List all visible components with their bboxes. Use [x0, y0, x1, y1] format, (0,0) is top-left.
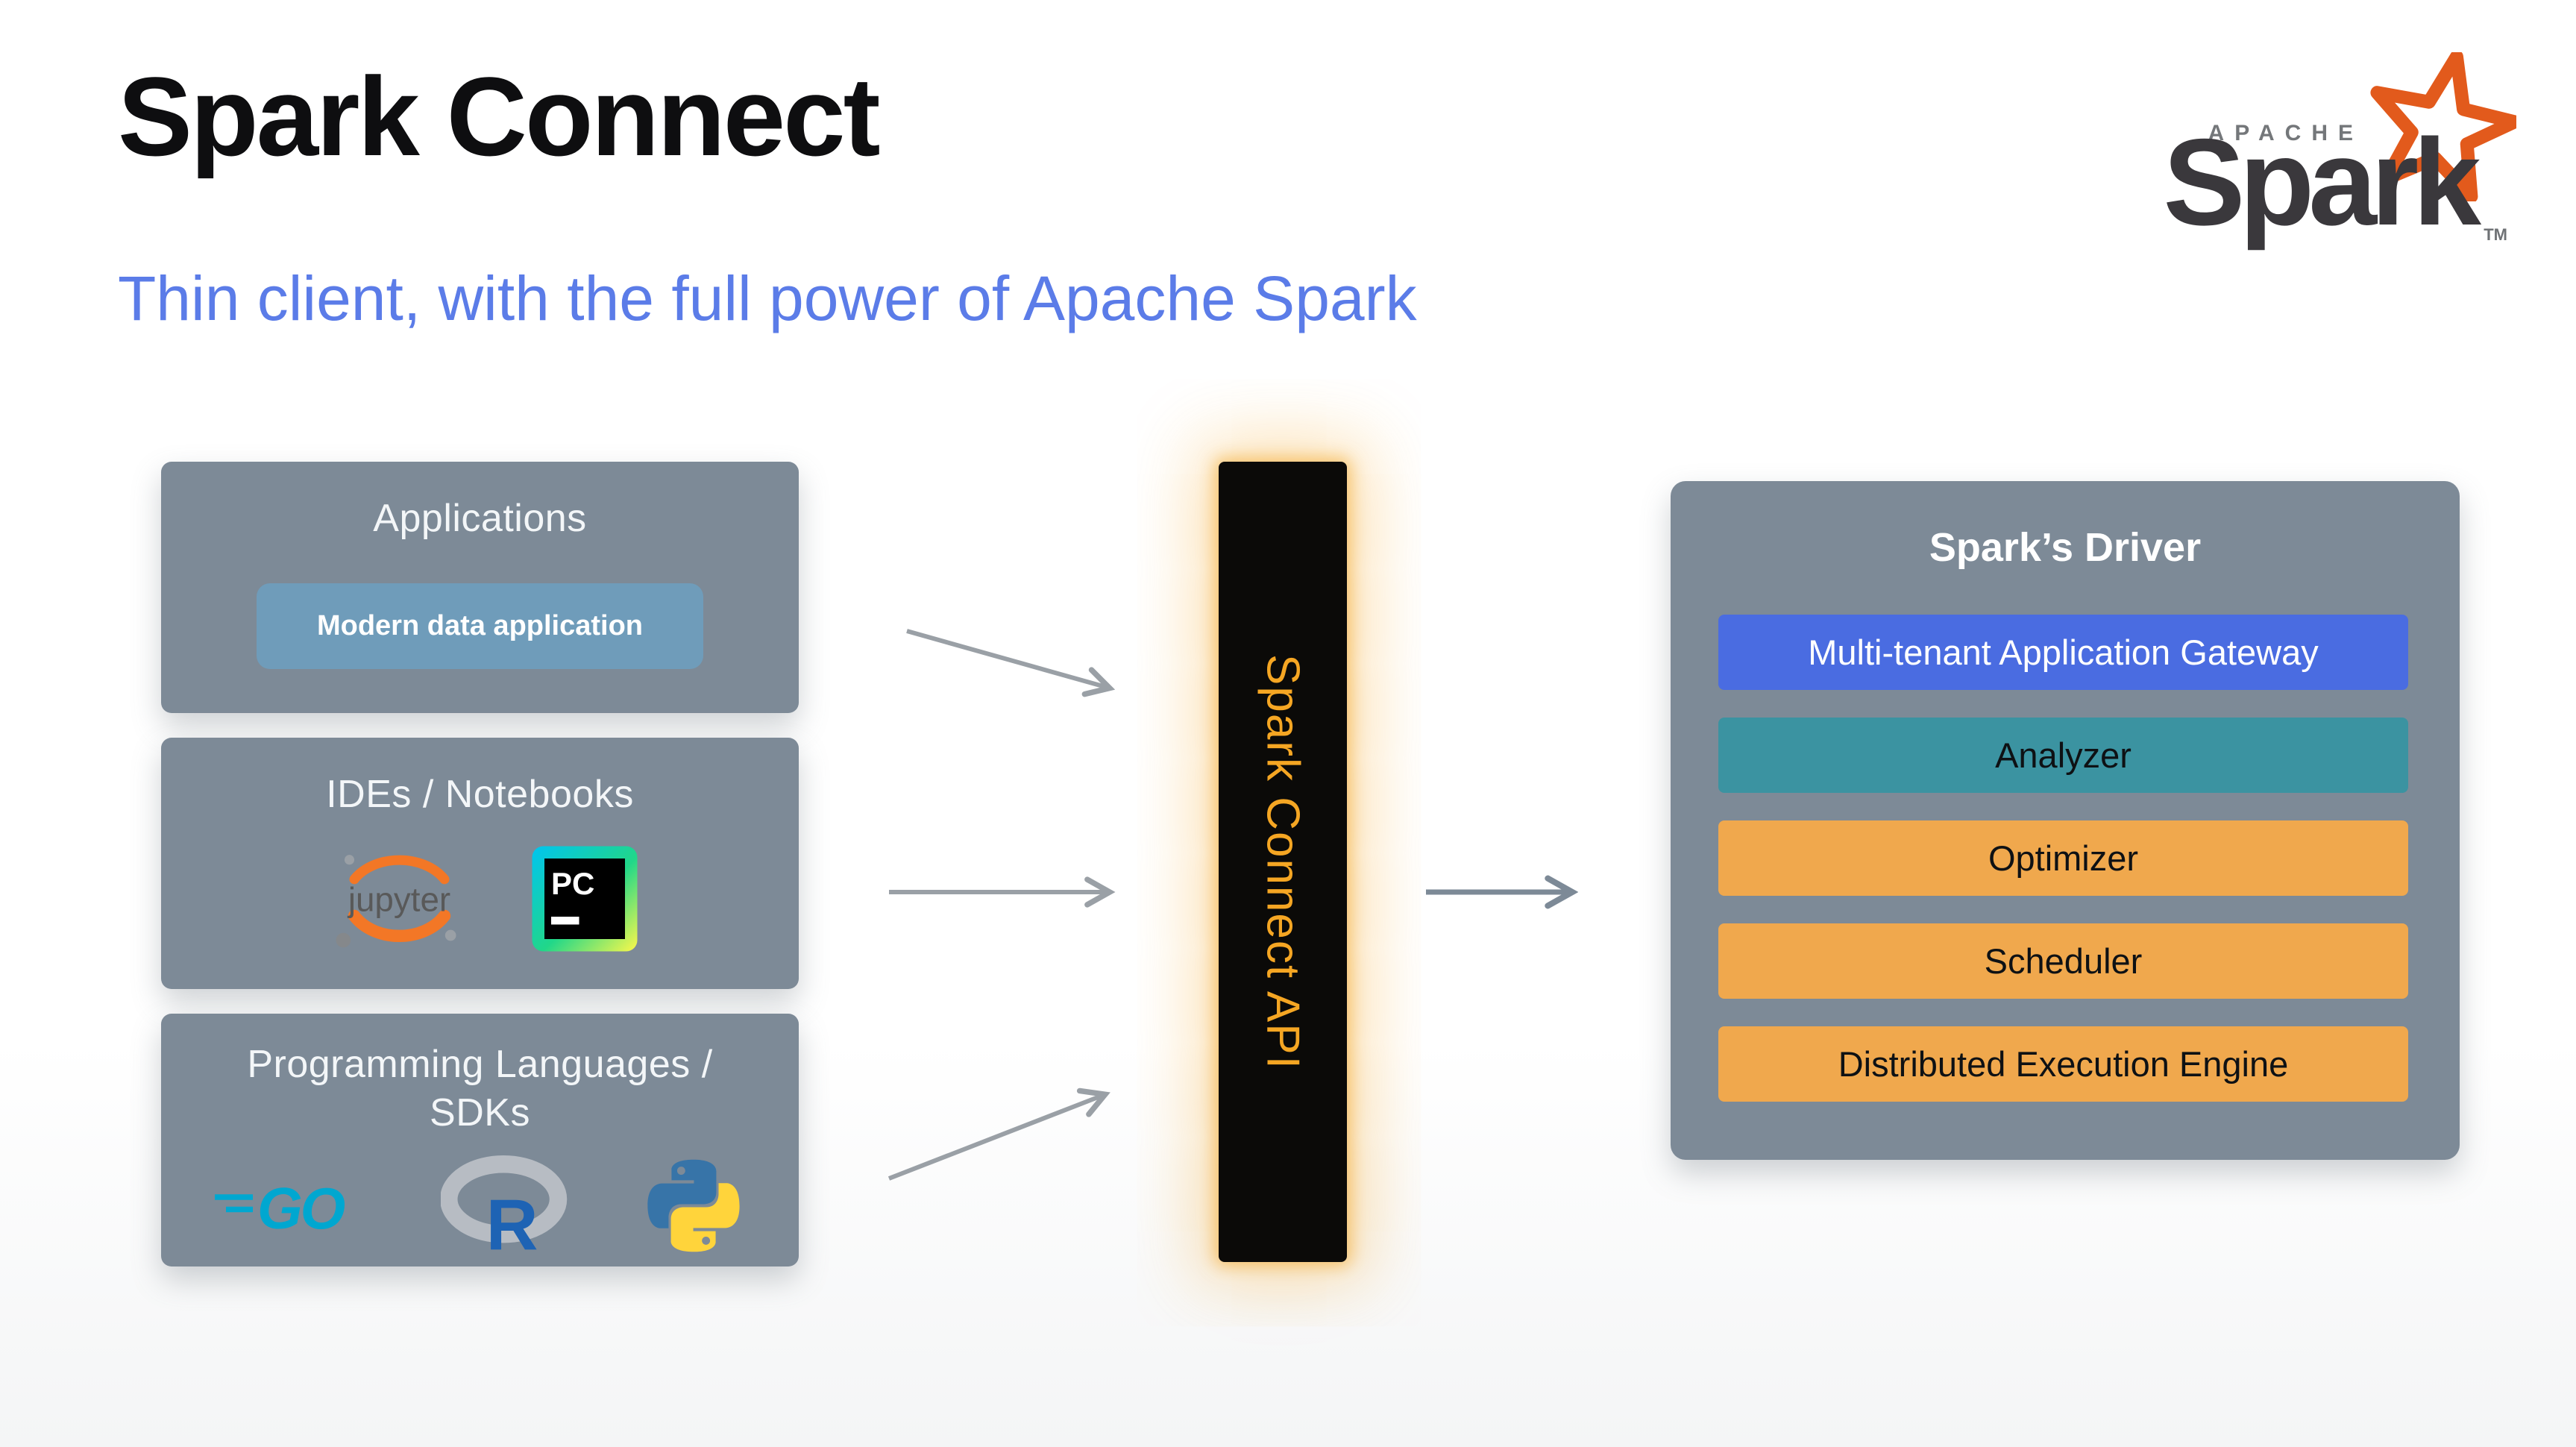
ides-notebooks-panel: IDEs / Notebooks jupyter: [161, 738, 799, 989]
languages-title-line1: Programming Languages /: [247, 1043, 713, 1086]
slide-subtitle: Thin client, with the full power of Apac…: [118, 263, 1417, 333]
r-logo-icon: R: [441, 1155, 568, 1256]
spark-connect-api-bar: Spark Connect API: [1219, 462, 1347, 1262]
layer-multi-tenant-gateway: Multi-tenant Application Gateway: [1718, 615, 2408, 690]
languages-title: Programming Languages / SDKs: [161, 1014, 799, 1137]
jupyter-logo-icon: jupyter: [336, 855, 456, 948]
python-logo-icon: [647, 1159, 740, 1252]
svg-text:GO: GO: [257, 1176, 345, 1240]
apache-label: APACHE: [2208, 121, 2363, 145]
ide-icons-row: jupyter PC: [161, 835, 799, 962]
applications-title: Applications: [373, 497, 587, 540]
languages-sdks-panel: Programming Languages / SDKs GO R: [161, 1014, 799, 1266]
layer-scheduler: Scheduler: [1718, 923, 2408, 999]
spark-connect-api-label: Spark Connect API: [1257, 653, 1309, 1070]
spark-driver-panel: Spark’s Driver Multi-tenant Application …: [1671, 481, 2460, 1160]
arrow-languages-to-api: [888, 1095, 1104, 1181]
arrow-applications-to-api: [906, 629, 1108, 688]
apache-spark-logo: APACHE Spark TM: [2061, 22, 2554, 261]
layer-analyzer: Analyzer: [1718, 718, 2408, 793]
language-icons-row: GO R: [161, 1148, 799, 1264]
pycharm-logo-icon: PC: [532, 846, 638, 952]
modern-data-application-chip: Modern data application: [257, 583, 703, 669]
driver-title: Spark’s Driver: [1929, 525, 2202, 570]
layer-distributed-execution-engine: Distributed Execution Engine: [1718, 1026, 2408, 1102]
trademark-label: TM: [2484, 225, 2507, 244]
languages-title-line2: SDKs: [430, 1091, 530, 1134]
layer-optimizer: Optimizer: [1718, 820, 2408, 896]
go-logo-icon: GO: [215, 1176, 348, 1240]
svg-text:R: R: [486, 1184, 538, 1256]
applications-panel: Applications Modern data application: [161, 462, 799, 713]
spark-star-icon: [2370, 52, 2516, 201]
svg-text:PC: PC: [551, 866, 594, 901]
svg-text:jupyter: jupyter: [347, 880, 450, 918]
ides-title: IDEs / Notebooks: [326, 773, 634, 816]
driver-layers: Multi-tenant Application Gateway Analyze…: [1718, 615, 2408, 1102]
spark-wordmark: Spark: [2163, 113, 2481, 251]
slide-title: Spark Connect: [118, 54, 881, 179]
